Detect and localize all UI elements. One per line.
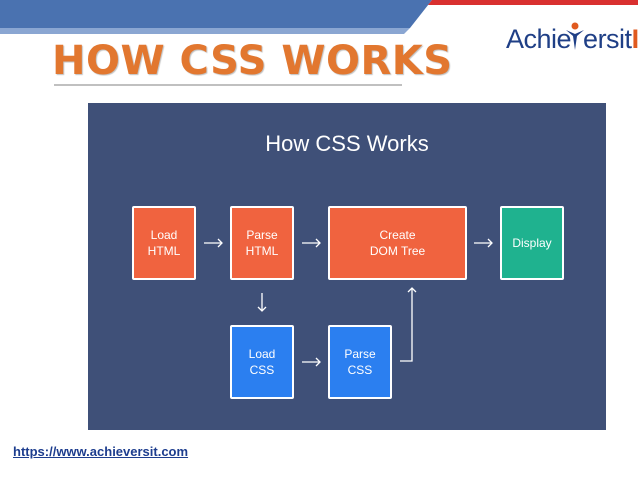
node-display: Display [500,206,564,280]
arrow-dom-to-display [474,238,493,248]
node-create-dom-tree: Create DOM Tree [328,206,467,280]
node-load-html: Load HTML [132,206,196,280]
logo-part2: ersit [583,24,632,54]
node-parse-css: Parse CSS [328,325,392,399]
node-display-label: Display [512,236,552,250]
slide-title: HOW CSS WORKS [52,38,453,84]
achieversit-logo: Achie ersitIT [486,16,638,66]
arrow-load-to-parse-html [204,238,223,248]
arrow-parse-css-to-dom [400,287,417,362]
node-parse-html-label: Parse HTML [245,228,279,258]
top-banner [0,0,638,40]
node-load-css-label: Load CSS [248,347,276,377]
diagram-title: How CSS Works [265,131,429,156]
arrow-load-css-to-parse-css [302,357,321,367]
arrow-parse-html-to-load-css [257,293,267,312]
flow-arrows [204,238,493,367]
logo-text: Achie ersitIT [506,24,638,55]
node-parse-html: Parse HTML [230,206,294,280]
node-load-css: Load CSS [230,325,294,399]
footer-url-link[interactable]: https://www.achieversit.com [13,444,189,459]
logo-part3: IT [631,24,638,54]
title-underline [54,84,402,86]
node-create-dom-tree-label: Create DOM Tree [369,228,426,258]
node-parse-css-label: Parse CSS [344,347,376,377]
arrow-parse-html-to-dom [302,238,321,248]
logo-part1: Achie [506,24,572,54]
diagram-panel: How CSS Works [88,103,606,430]
person-logo-icon [566,22,584,50]
top-banner-shape [0,0,638,34]
node-load-html-label: Load HTML [147,228,181,258]
